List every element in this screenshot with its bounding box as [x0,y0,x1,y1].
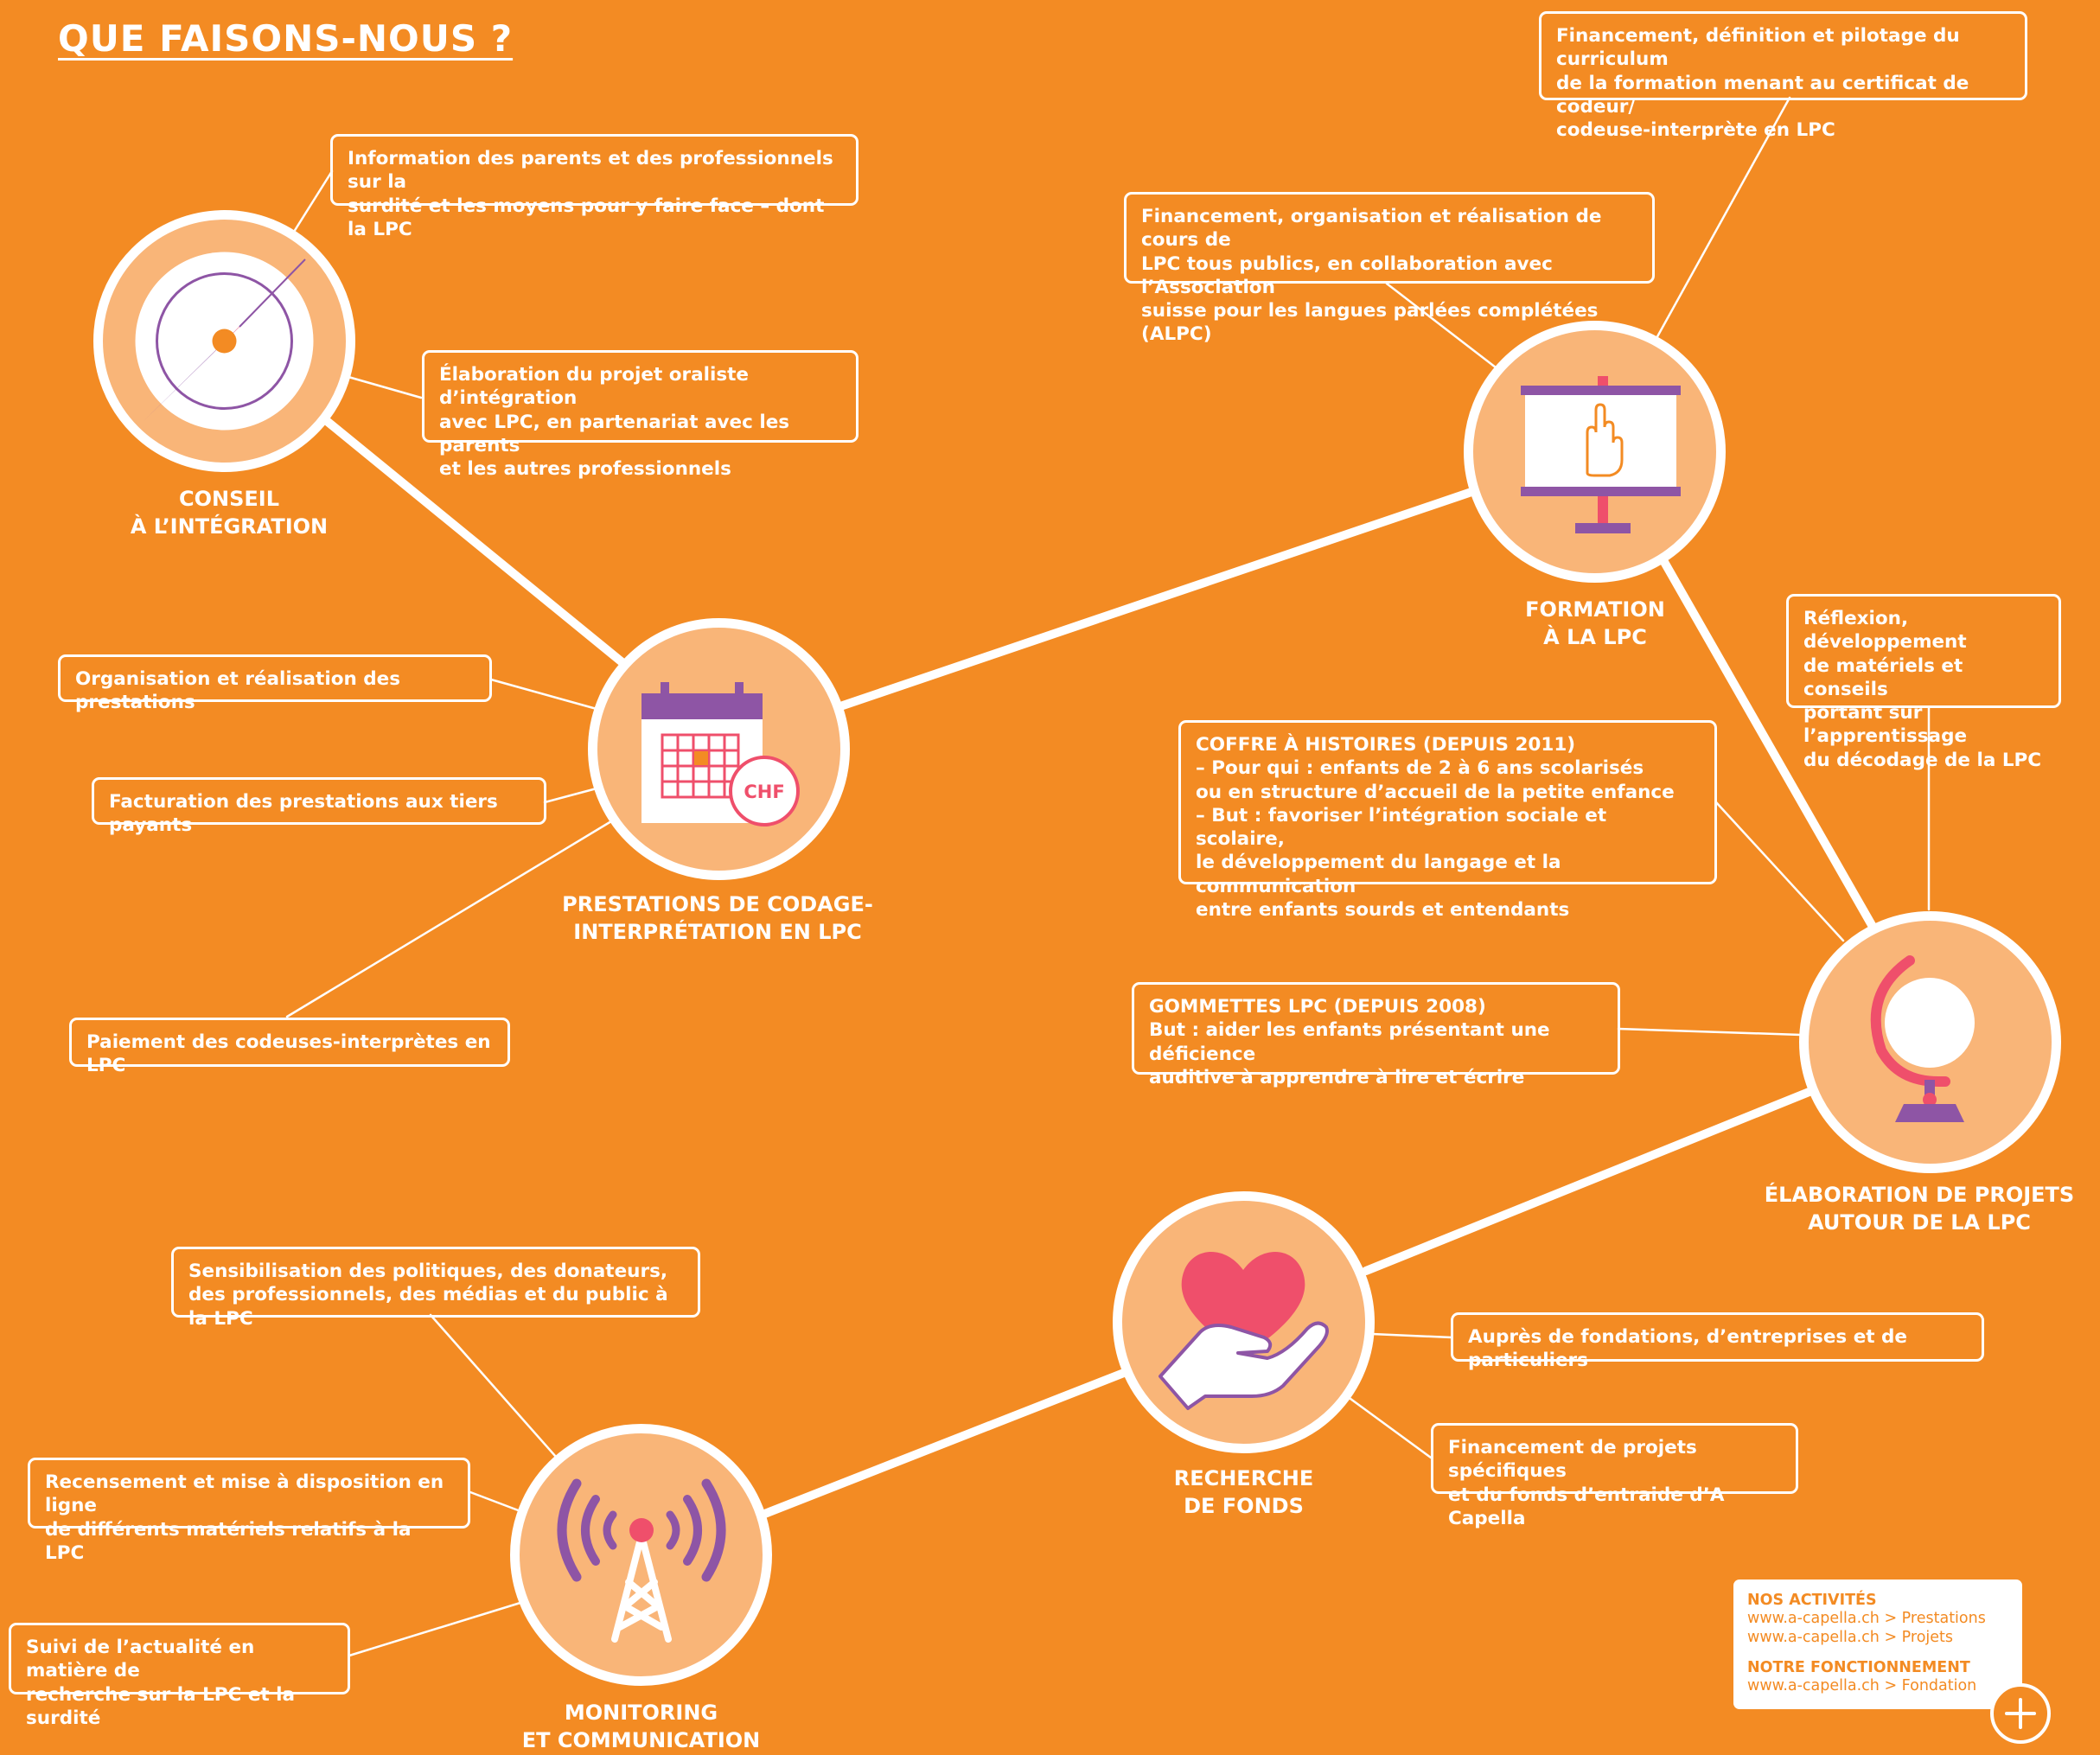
node-prestations: CHF [588,618,850,880]
activites-heading: NOS ACTIVITÉS [1747,1592,1877,1609]
box-fonds-financement: Financement de projets spécifiques et du… [1431,1423,1798,1529]
fonctionnement-heading: NOTRE FONCTIONNEMENT [1747,1659,1970,1677]
box-connectors [285,96,1931,1657]
node-projets [1799,911,2061,1173]
calendar-chf-icon: CHF [641,682,800,826]
box-fonds-aupres: Auprès de fondations, d’entreprises et d… [1451,1312,1984,1371]
box-monitoring-recensement: Recensement et mise à disposition en lig… [28,1458,470,1564]
label-formation: FORMATION À LA LPC [1525,597,1665,649]
label-monitoring: MONITORING ET COMMUNICATION [521,1701,761,1752]
plus-icon [2005,1698,2036,1729]
label-fonds: RECHERCHE DE FONDS [1173,1466,1314,1518]
label-projets: ÉLABORATION DE PROJETS AUTOUR DE LA LPC [1764,1183,2075,1235]
box-projets-coffre: COFFRE À HISTOIRES (DEPUIS 2011) – Pour … [1178,720,1717,921]
label-conseil: CONSEIL À L’INTÉGRATION [130,487,329,539]
box-projets-reflexion: Réflexion, développement de matériels et… [1786,594,2061,771]
info-links-box: NOS ACTIVITÉS www.a-capella.ch > Prestat… [1733,1580,2022,1709]
box-prestations-paiement: Paiement des codeuses-interprètes en LPC [69,1018,510,1076]
node-fonds [1113,1191,1375,1453]
box-prestations-facturation: Facturation des prestations aux tiers pa… [92,777,546,836]
page-title: QUE FAISONS-NOUS ? [58,17,514,60]
box-conseil-information: Information des parents et des professio… [330,134,859,240]
antenna-tower-icon [557,1478,726,1643]
link-prestations[interactable]: www.a-capella.ch > Prestations [1747,1610,1986,1628]
box-monitoring-suivi: Suivi de l’actualité en matière de reche… [9,1623,350,1729]
box-conseil-projet: Élaboration du projet oraliste d’intégra… [422,350,859,480]
box-projets-gommettes: GOMMETTES LPC (DEPUIS 2008) But : aider … [1132,982,1620,1088]
box-monitoring-sensibilisation: Sensibilisation des politiques, des dona… [171,1247,700,1330]
box-formation-cours: Financement, organisation et réalisation… [1124,192,1655,345]
presentation-board-hand-icon [1521,376,1681,533]
node-conseil [93,210,355,472]
node-formation [1464,321,1726,583]
globe-icon [1870,955,1975,1122]
link-fondation[interactable]: www.a-capella.ch > Fondation [1747,1677,1977,1695]
label-prestations: PRESTATIONS DE CODAGE- INTERPRÉTATION EN… [562,892,873,944]
link-projets[interactable]: www.a-capella.ch > Projets [1747,1628,1954,1646]
zoom-in-icon[interactable] [1990,1683,2051,1744]
box-formation-curriculum: Financement, définition et pilotage du c… [1539,11,2027,141]
compass-icon [135,252,314,431]
chf-icon-text: CHF [744,782,784,802]
box-prestations-organisation: Organisation et réalisation des prestati… [58,654,492,713]
main-path [322,417,1876,1519]
node-monitoring [510,1424,772,1686]
heart-in-hand-icon [1159,1252,1329,1410]
